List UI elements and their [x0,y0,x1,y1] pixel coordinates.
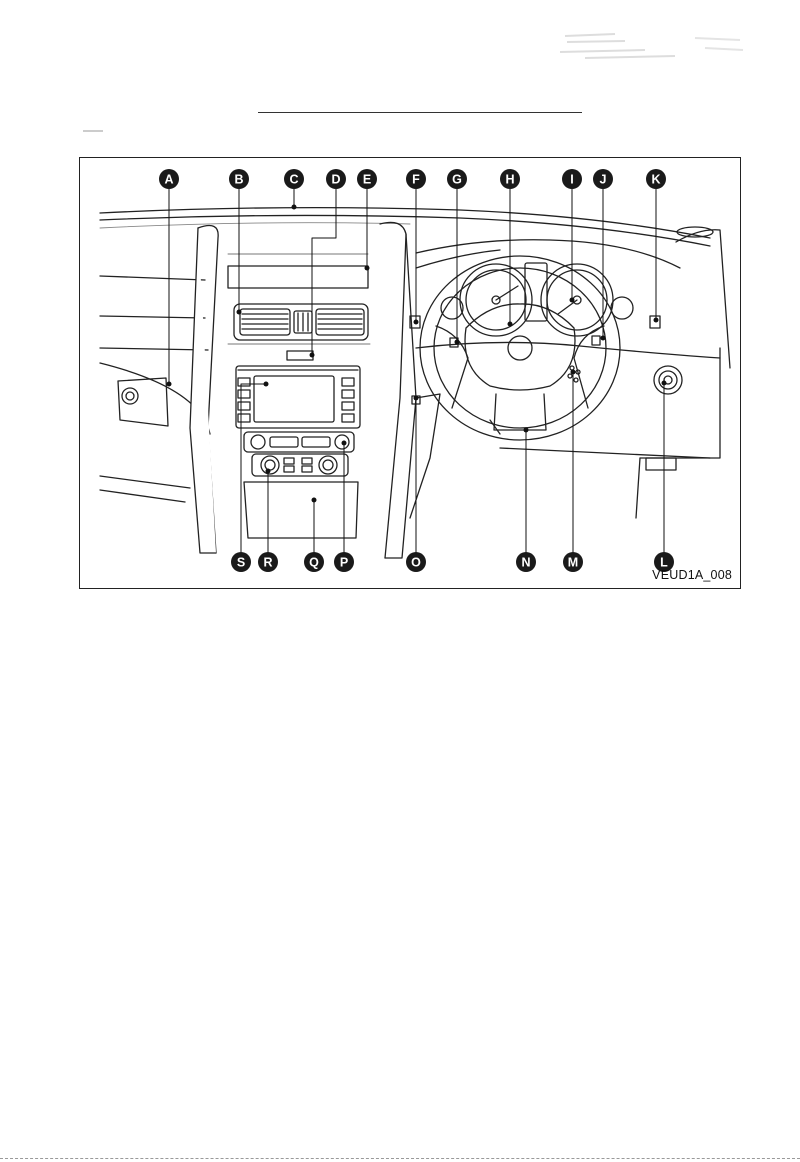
callout-label: I [570,173,573,187]
callout-label: P [340,556,348,570]
callout-o: O [406,552,426,572]
header-smudge [555,28,745,68]
callout-q: Q [304,552,324,572]
callout-label: C [289,173,298,187]
figure-code: VEUD1A_008 [652,568,732,582]
lower-console [244,482,358,538]
callout-label: A [164,173,173,187]
center-stack-pillar-right [380,222,416,558]
callout-i: I [562,169,582,189]
callout-label: S [237,556,245,570]
callout-k: K [646,169,666,189]
center-vents [234,304,368,340]
callout-label: O [411,556,421,570]
callout-n: N [516,552,536,572]
audio-unit [236,366,360,428]
callout-label: Q [309,556,319,570]
page-mark [82,128,104,134]
callout-label: J [600,173,607,187]
callout-h: H [500,169,520,189]
callout-label: G [452,173,462,187]
callout-label: H [505,173,514,187]
callout-s: S [231,552,251,572]
callout-r: R [258,552,278,572]
callout-f: F [406,169,426,189]
callout-label: R [263,556,272,570]
upper-display [228,266,368,288]
callout-m: M [563,552,583,572]
dashboard-top [100,208,710,246]
callout-d: D [326,169,346,189]
audio-controls [244,432,354,452]
callout-j: J [593,169,613,189]
callout-g: G [447,169,467,189]
callout-label: M [568,556,578,570]
callout-e: E [357,169,377,189]
callout-a: A [159,169,179,189]
hazard-switch [287,351,313,360]
callout-c: C [284,169,304,189]
callout-label: F [412,173,420,187]
callout-b: B [229,169,249,189]
callout-p: P [334,552,354,572]
callout-label: E [363,173,371,187]
callout-label: D [331,173,340,187]
title-rule [258,112,582,113]
callout-label: K [651,173,660,187]
steering-wheel [420,256,620,440]
callout-label: B [234,173,243,187]
center-stack-pillar-left [190,226,218,553]
callout-label: N [521,556,530,570]
ignition [654,366,682,394]
page-bottom-edge [0,1158,800,1159]
